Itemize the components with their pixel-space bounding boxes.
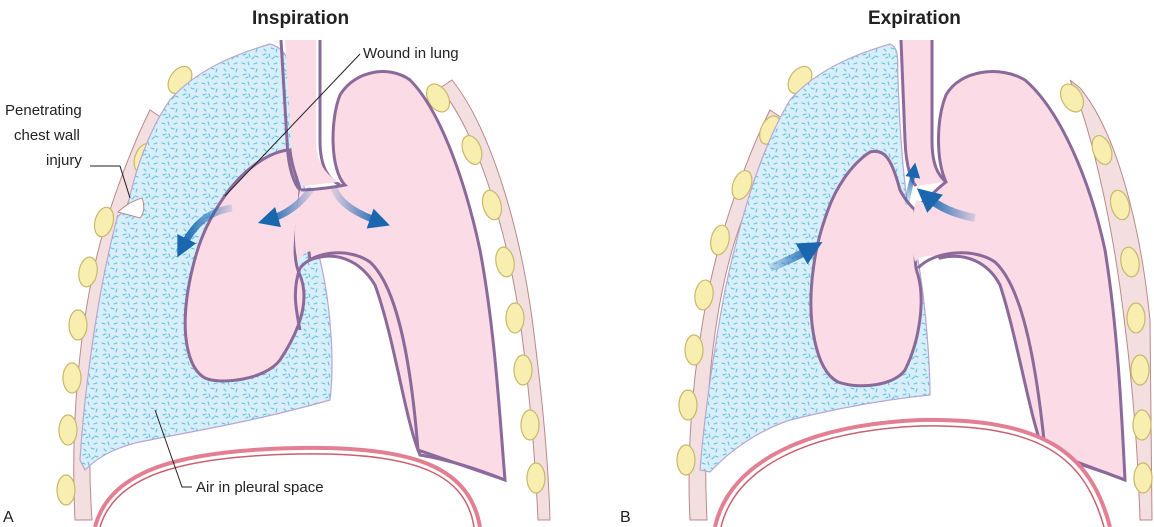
panel-b-letter: B — [620, 509, 631, 526]
panel-a-title: Inspiration — [252, 8, 349, 29]
pleural-air-label: Air in pleural space — [196, 479, 324, 496]
panel-a-inspiration: Inspiration Wound in lung Penetrating ch… — [3, 8, 550, 527]
chest-wall-label-3: injury — [46, 152, 82, 169]
wound-label: Wound in lung — [363, 45, 459, 62]
chest-wall-label-1: Penetrating — [5, 102, 82, 119]
airflow-arrow-up-b — [907, 170, 914, 205]
chest-wall-label-2: chest wall — [14, 127, 80, 144]
panel-b-expiration: Expiration B — [620, 8, 1152, 527]
panel-a-letter: A — [3, 509, 14, 526]
panel-b-title: Expiration — [868, 8, 961, 29]
